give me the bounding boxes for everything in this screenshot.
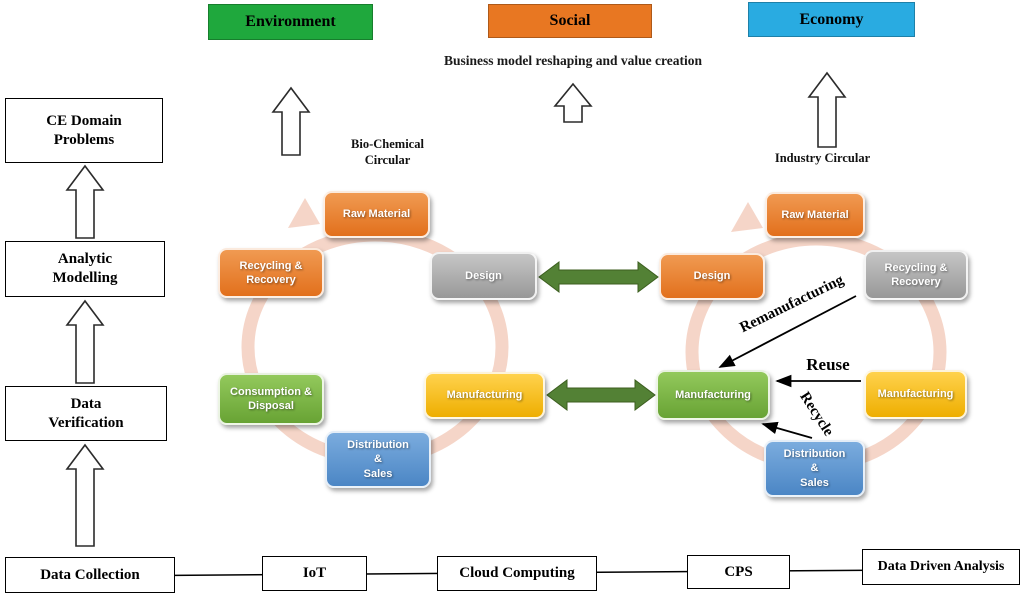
analytic-modelling-box: Analytic Modelling <box>5 241 165 297</box>
bio-cycle-title: Bio-Chemical Circular <box>351 137 424 167</box>
arrow-to-social <box>553 82 593 123</box>
subtitle-business-model: Business model reshaping and value creat… <box>444 53 702 68</box>
bio-design-node: Design <box>430 252 537 300</box>
industry-recycling-recovery-node: Recycling & Recovery <box>864 250 968 300</box>
bio-manufacturing-node: Manufacturing <box>424 372 545 419</box>
environment-header: Environment <box>208 4 373 40</box>
bio-raw-material-node: Raw Material <box>323 191 430 238</box>
social-header: Social <box>488 4 652 38</box>
arrow-analytic-to-ce <box>65 164 105 239</box>
ce-domain-problems-box: CE Domain Problems <box>5 98 163 163</box>
arrow-to-environment <box>271 86 311 156</box>
bio-consumption-disposal-node: Consumption & Disposal <box>218 373 324 425</box>
economy-header: Economy <box>748 2 915 37</box>
arrow-collection-to-verification <box>65 443 105 547</box>
industry-distribution-sales-node: Distribution & Sales <box>764 440 865 497</box>
industry-manufacturing-yellow-node: Manufacturing <box>864 370 967 419</box>
industry-raw-material-node: Raw Material <box>765 192 865 238</box>
arrow-to-economy <box>807 71 847 148</box>
iot-box: IoT <box>262 556 367 591</box>
cps-box: CPS <box>687 555 790 589</box>
manufacturing-link-arrow <box>546 379 656 411</box>
reuse-label: Reuse <box>806 355 850 374</box>
data-driven-analysis-box: Data Driven Analysis <box>862 549 1020 585</box>
industry-manufacturing-green-node: Manufacturing <box>656 370 770 420</box>
data-collection-box: Data Collection <box>5 557 175 593</box>
data-verification-box: Data Verification <box>5 386 167 441</box>
industry-cycle-title: Industry Circular <box>774 151 871 165</box>
industry-design-node: Design <box>659 253 765 300</box>
bio-distribution-sales-node: Distribution & Sales <box>325 431 431 488</box>
green-link-arrows <box>538 261 659 411</box>
design-link-arrow <box>538 261 659 293</box>
arrow-verification-to-analytic <box>65 299 105 384</box>
bio-recycling-recovery-node: Recycling & Recovery <box>218 248 324 298</box>
up-block-arrows <box>65 71 847 547</box>
recycle-arrow <box>761 421 813 439</box>
cloud-computing-box: Cloud Computing <box>437 556 597 591</box>
